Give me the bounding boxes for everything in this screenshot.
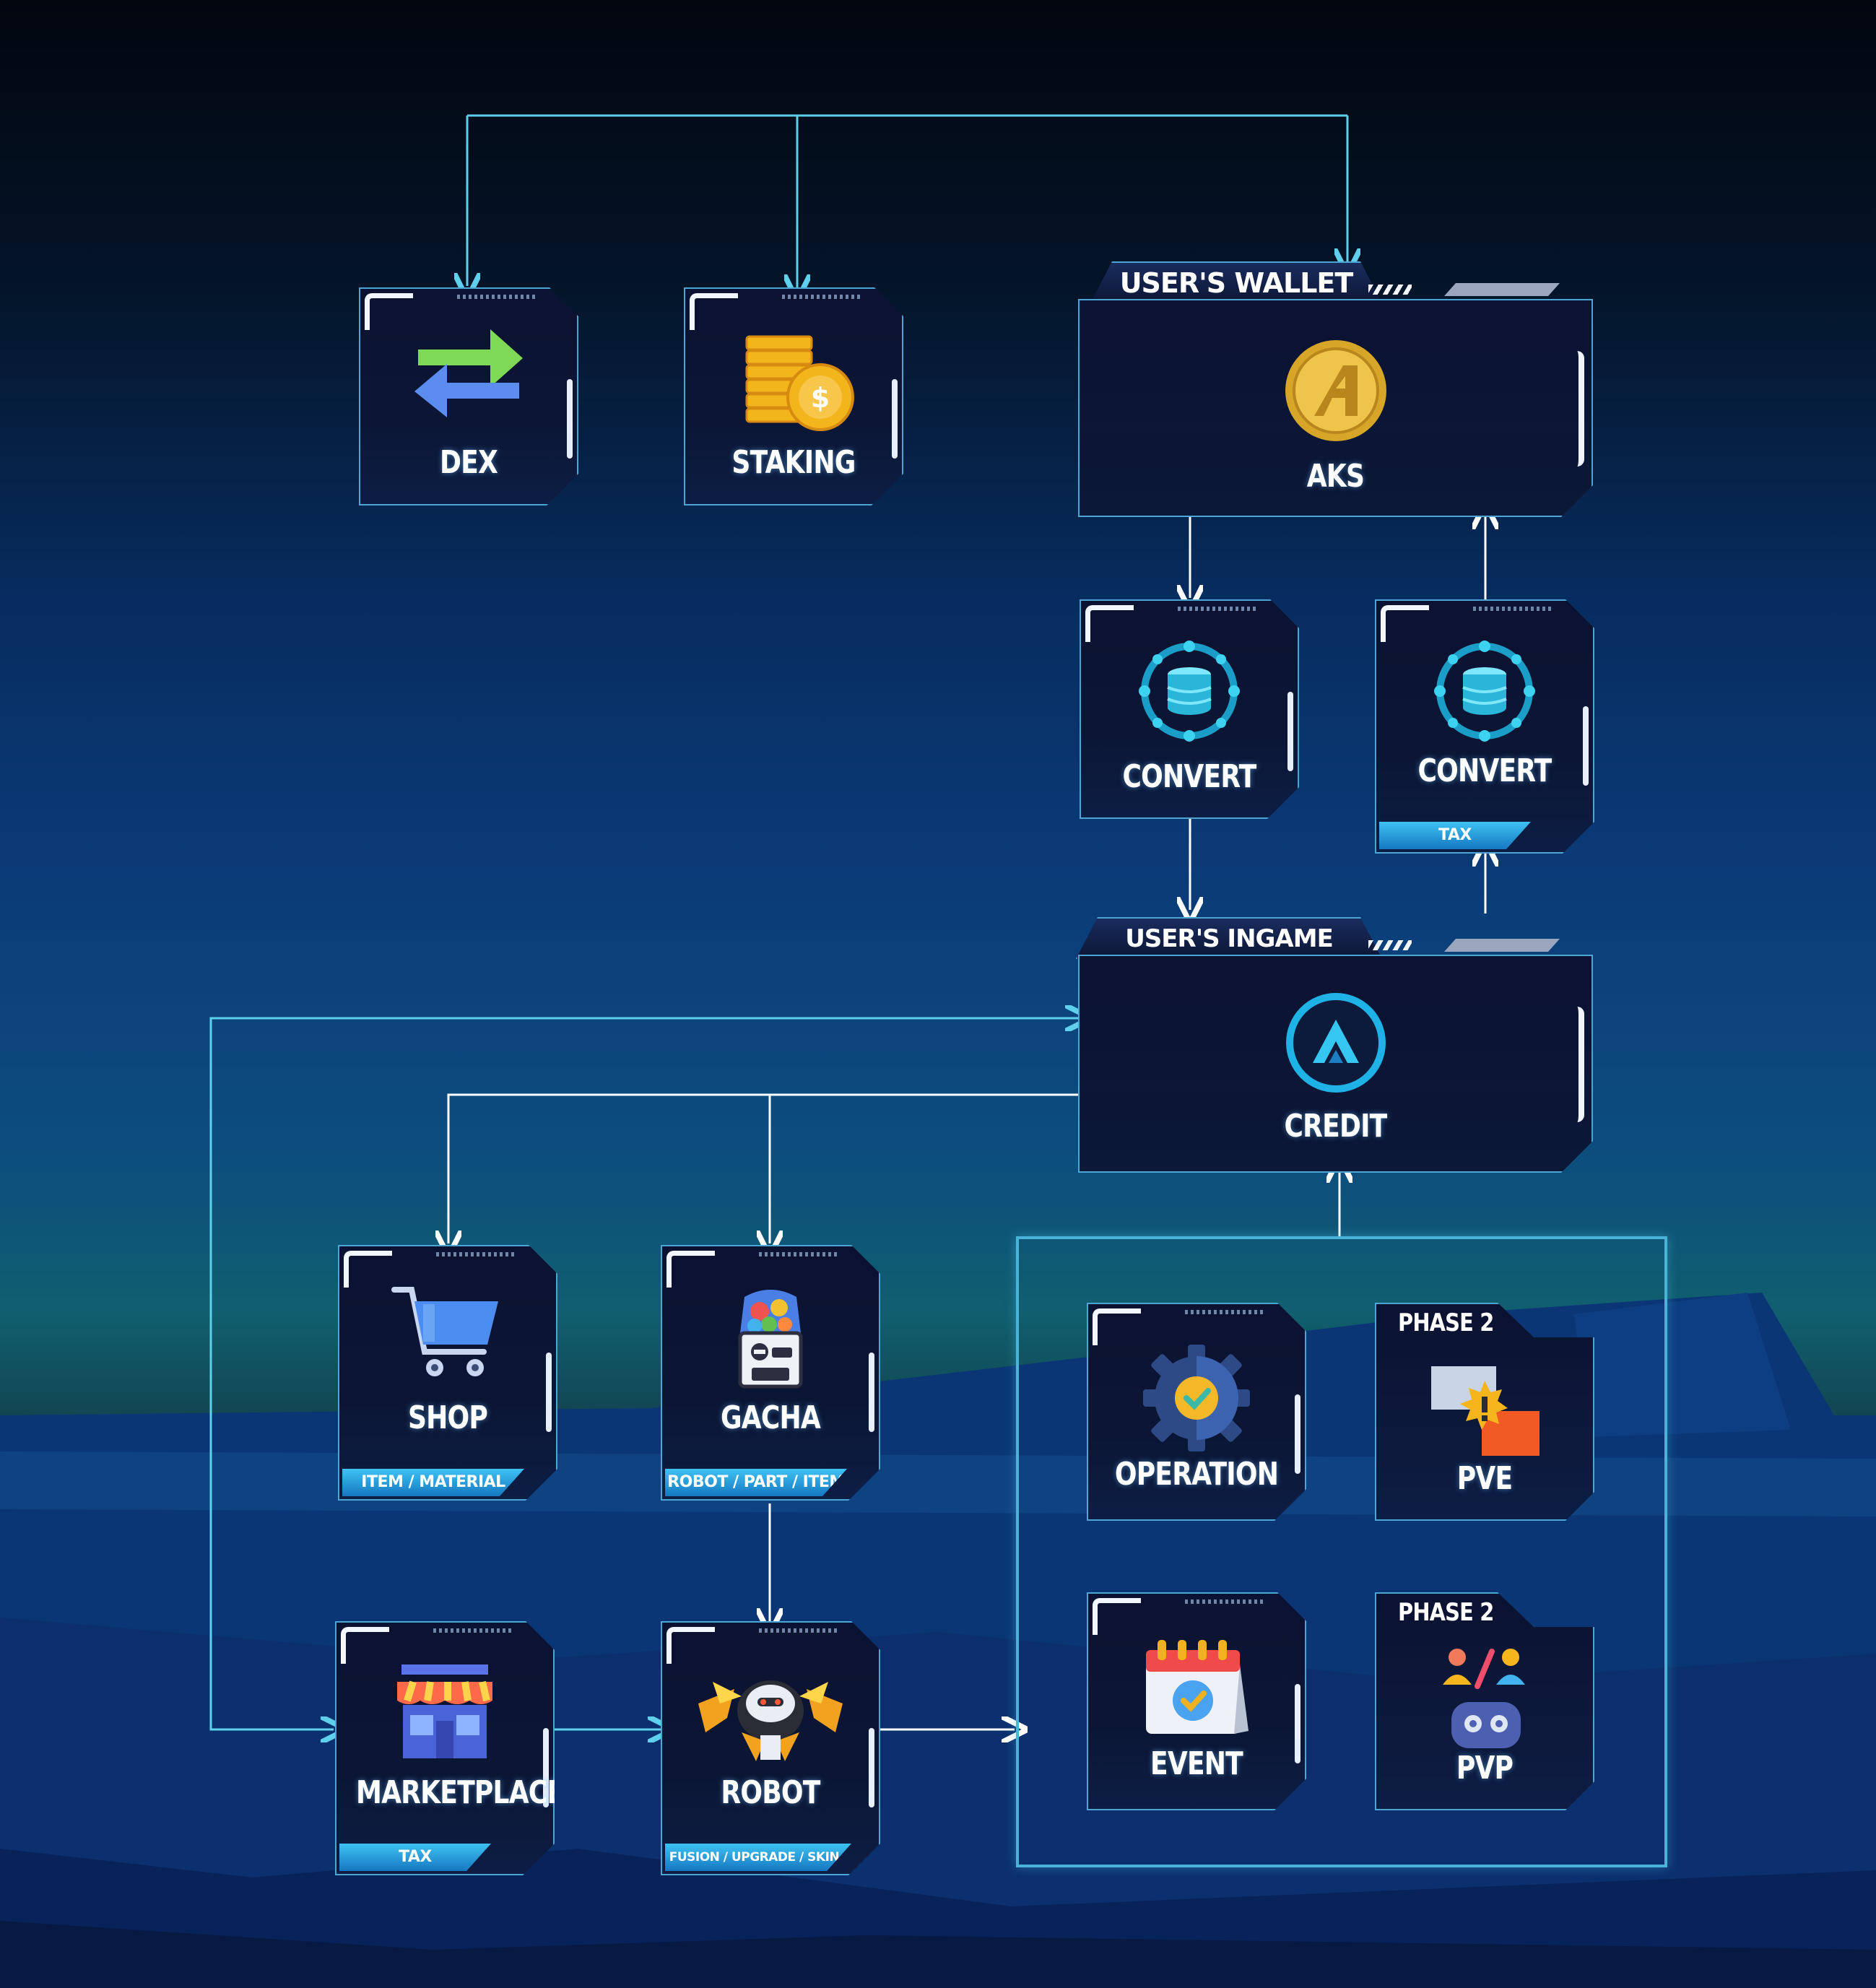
- card-notch: [1583, 706, 1589, 786]
- node-label: STAKING: [731, 444, 856, 481]
- dex-node[interactable]: DEX: [359, 287, 578, 505]
- card-stripe: [433, 1628, 513, 1633]
- node-subtitle: ITEM / MATERIAL: [342, 1469, 524, 1496]
- robot-node[interactable]: ROBOT FUSION / UPGRADE / SKIN / PART: [661, 1621, 880, 1875]
- ingame-wallet-tab: USER'S INGAME WALLET: [1076, 917, 1382, 959]
- node-label: GACHA: [720, 1399, 821, 1436]
- card-stripe: [1473, 607, 1553, 611]
- aks-coin-icon: [1282, 337, 1390, 445]
- card-stripe: [1185, 1310, 1264, 1314]
- card-notch: [869, 1728, 874, 1807]
- credit-logo-icon: [1285, 992, 1386, 1093]
- node-label: SHOP: [407, 1399, 488, 1436]
- operation-node[interactable]: OPERATION: [1087, 1303, 1306, 1521]
- convert-tax-node[interactable]: CONVERT TAX: [1375, 599, 1594, 854]
- card-notch: [892, 379, 898, 459]
- card-corner: [1093, 1598, 1141, 1635]
- wallet-bracket: [1568, 351, 1584, 466]
- card-notch: [1295, 1684, 1300, 1763]
- node-subtitle: FUSION / UPGRADE / SKIN / PART: [665, 1844, 851, 1871]
- card-notch: [546, 1353, 552, 1432]
- card-corner: [365, 293, 413, 330]
- tab-stripes: [1368, 940, 1412, 950]
- node-label: MARKETPLACE: [356, 1774, 565, 1811]
- phase-label: PHASE 2: [1398, 1598, 1494, 1627]
- node-label: PVP: [1456, 1750, 1514, 1787]
- gacha-machine-icon: [727, 1282, 814, 1391]
- staking-node[interactable]: $ STAKING: [684, 287, 903, 505]
- card-corner: [666, 1627, 715, 1664]
- phase-label: PHASE 2: [1398, 1308, 1494, 1337]
- storefront-icon: [394, 1660, 495, 1761]
- ingame-wallet-node[interactable]: CREDIT: [1078, 955, 1593, 1173]
- card-notch: [567, 379, 573, 459]
- card-stripe: [782, 295, 861, 299]
- card-corner: [344, 1251, 392, 1288]
- svg-text:$: $: [811, 382, 830, 414]
- node-label: CREDIT: [1284, 1108, 1387, 1145]
- pvp-node[interactable]: PHASE 2 PVP: [1375, 1592, 1594, 1810]
- node-label: OPERATION: [1114, 1456, 1279, 1493]
- shopping-cart-icon: [390, 1282, 505, 1384]
- node-label: DEX: [440, 444, 498, 481]
- card-notch: [1295, 1394, 1300, 1474]
- versus-gamepad-icon: [1434, 1644, 1535, 1753]
- card-corner: [666, 1251, 715, 1288]
- card-corner: [1093, 1308, 1141, 1345]
- tab-stripes: [1368, 285, 1412, 295]
- calendar-check-icon: [1140, 1636, 1253, 1737]
- card-notch: [869, 1353, 874, 1432]
- gameplay-group: [1016, 1236, 1667, 1867]
- convert-node[interactable]: CONVERT: [1080, 599, 1299, 819]
- node-label: AKS: [1306, 458, 1365, 495]
- marketplace-node[interactable]: MARKETPLACE TAX: [335, 1621, 555, 1875]
- node-label: EVENT: [1150, 1745, 1243, 1782]
- shop-node[interactable]: SHOP ITEM / MATERIAL: [338, 1245, 557, 1501]
- card-corner: [690, 293, 738, 330]
- gacha-node[interactable]: GACHA ROBOT / PART / ITEM: [661, 1245, 880, 1501]
- database-network-icon: [1135, 637, 1243, 745]
- node-subtitle: TAX: [339, 1844, 491, 1871]
- node-label: ROBOT: [721, 1774, 820, 1811]
- wallet-tab: USER'S WALLET: [1090, 261, 1382, 303]
- pve-node[interactable]: PHASE 2 PVE: [1375, 1303, 1594, 1521]
- database-network-icon: [1430, 637, 1539, 745]
- users-wallet-node[interactable]: AKS: [1078, 299, 1593, 517]
- event-node[interactable]: EVENT: [1087, 1592, 1306, 1810]
- card-stripe: [1185, 1599, 1264, 1604]
- node-subtitle: ROBOT / PART / ITEM: [665, 1469, 847, 1496]
- card-notch: [543, 1728, 549, 1807]
- wallet-bracket: [1568, 1007, 1584, 1122]
- swap-arrows-icon: [411, 328, 526, 429]
- tab-accent: [1444, 283, 1560, 296]
- card-corner: [1085, 605, 1134, 642]
- coins-icon: $: [739, 332, 855, 433]
- alert-squares-icon: [1427, 1360, 1542, 1462]
- card-corner: [1381, 605, 1429, 642]
- card-notch: [1287, 692, 1293, 771]
- node-label: CONVERT: [1122, 758, 1256, 795]
- node-label: CONVERT: [1417, 752, 1552, 789]
- tab-accent: [1444, 939, 1560, 952]
- node-subtitle: TAX: [1379, 822, 1531, 849]
- node-label: PVE: [1456, 1460, 1513, 1497]
- card-corner: [341, 1627, 389, 1664]
- card-stripe: [1178, 607, 1257, 611]
- gear-check-icon: [1139, 1340, 1254, 1456]
- card-stripe: [759, 1628, 838, 1633]
- robot-icon: [691, 1660, 850, 1768]
- card-stripe: [457, 295, 537, 299]
- card-stripe: [436, 1252, 516, 1256]
- card-stripe: [759, 1252, 838, 1256]
